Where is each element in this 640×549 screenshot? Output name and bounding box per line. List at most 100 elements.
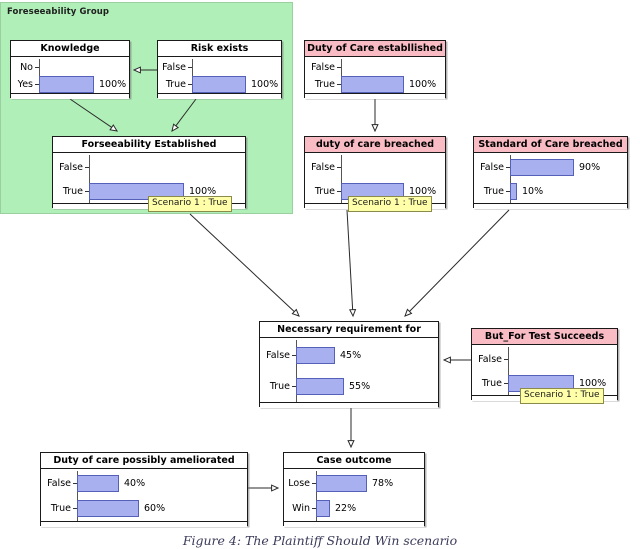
bar-area: 100% xyxy=(192,76,281,93)
edge-forseeability-established-to-necessary-requirement-for xyxy=(189,213,300,317)
bar-area xyxy=(508,347,617,371)
state-label: Yes xyxy=(17,79,33,90)
state-row: False xyxy=(305,59,445,76)
axis-tick xyxy=(35,67,39,68)
axis-tick xyxy=(188,67,192,68)
state-row: False xyxy=(472,347,617,371)
state-row: True 10% xyxy=(474,179,627,203)
node-footer xyxy=(41,521,247,527)
value-axis xyxy=(296,340,297,406)
edge-necessary-requirement-for-to-case-outcome xyxy=(347,408,355,449)
state-label: True xyxy=(483,185,504,197)
probability-value: 100% xyxy=(189,185,217,197)
probability-value: 55% xyxy=(349,381,371,392)
scenario-tag[interactable]: Scenario 1 : True xyxy=(148,196,232,212)
state-label: Win xyxy=(292,503,310,514)
state-row: No xyxy=(11,59,129,76)
probability-bar xyxy=(89,182,184,200)
node-footer xyxy=(158,93,281,99)
probability-bar xyxy=(510,158,574,176)
axis-tick xyxy=(73,483,77,484)
probability-value: 100% xyxy=(251,79,279,90)
axis-tick xyxy=(504,382,508,384)
axis-tick xyxy=(292,355,296,356)
axis-tick xyxy=(292,386,296,387)
axis-tick xyxy=(337,84,341,85)
state-label: True xyxy=(481,377,502,389)
state-label: Lose xyxy=(288,478,310,489)
edge-duty-of-care-breached-to-necessary-requirement-for xyxy=(346,209,357,318)
state-row: False xyxy=(158,59,281,76)
state-label: False xyxy=(266,350,290,361)
axis-tick xyxy=(73,508,77,509)
bar-area xyxy=(39,59,129,76)
node-title: duty of care breached xyxy=(305,137,445,153)
axis-tick xyxy=(337,67,341,68)
probability-bar xyxy=(77,475,119,492)
scenario-tag[interactable]: Scenario 1 : True xyxy=(348,196,432,212)
edge-duty-of-care-established-to-duty-of-care-breached xyxy=(371,99,379,133)
probability-value: 60% xyxy=(144,503,166,514)
probability-value: 40% xyxy=(124,478,146,489)
axis-tick xyxy=(312,483,316,484)
state-row: True 100% xyxy=(158,76,281,93)
bar-area: 40% xyxy=(77,471,247,496)
value-axis xyxy=(510,155,511,207)
state-row: False xyxy=(305,155,445,179)
probability-bar xyxy=(316,475,367,492)
edge-standard-of-care-breached-to-necessary-requirement-for xyxy=(404,209,510,317)
scenario-tag[interactable]: Scenario 1 : True xyxy=(520,388,604,404)
axis-tick xyxy=(506,190,510,192)
node-footer xyxy=(284,521,424,527)
state-row: False xyxy=(53,155,245,179)
value-axis xyxy=(508,347,509,399)
node-footer xyxy=(11,93,129,99)
state-label: False xyxy=(59,161,83,173)
axis-tick xyxy=(85,166,89,168)
state-label: False xyxy=(311,161,335,173)
probability-value: 10% xyxy=(522,185,544,197)
foreseeability-group-label: Foreseeability Group xyxy=(7,7,110,17)
node-title: Case outcome xyxy=(284,453,424,469)
state-label: No xyxy=(20,62,33,73)
probability-bar xyxy=(316,500,330,517)
state-label: True xyxy=(165,79,186,90)
state-label: True xyxy=(50,503,71,514)
bar-area: 22% xyxy=(316,496,424,521)
node-footer xyxy=(474,203,627,209)
axis-tick xyxy=(504,358,508,360)
edge-but-for-test-succeeds-to-necessary-requirement-for xyxy=(442,356,471,364)
bar-area: 60% xyxy=(77,496,247,521)
node-title: Duty of Care establlished xyxy=(305,41,445,57)
probability-bar xyxy=(341,76,404,93)
node-title: But_For Test Succeeds xyxy=(472,329,617,345)
bar-area: 55% xyxy=(296,371,438,402)
state-row: True 60% xyxy=(41,496,247,521)
bar-area xyxy=(192,59,281,76)
state-row: True 100% xyxy=(53,179,245,203)
probability-bar xyxy=(77,500,139,517)
node-title: Risk exists xyxy=(158,41,281,57)
state-label: True xyxy=(62,185,83,197)
bar-area: 100% xyxy=(89,179,245,203)
